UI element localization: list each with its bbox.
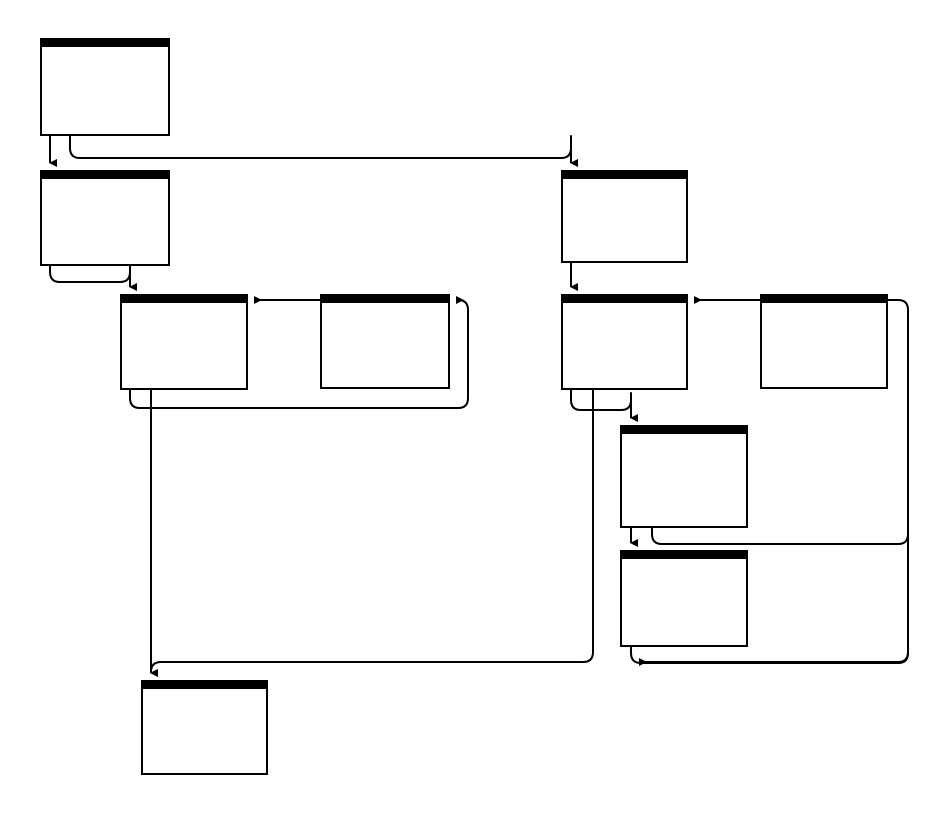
node-1-label — [42, 47, 168, 51]
node-10-header-bar — [141, 680, 268, 689]
node-2-header-bar — [40, 170, 170, 179]
node-6-label — [563, 303, 686, 307]
node-8-label — [622, 434, 746, 438]
node-9-label — [622, 559, 746, 563]
node-7-header-bar — [760, 294, 888, 303]
edge-node2-to-node4 — [49, 265, 137, 291]
node-4-header-bar — [120, 294, 248, 303]
edge-node1-to-node3 — [69, 135, 578, 167]
node-2-label — [42, 179, 168, 183]
node-10[interactable] — [141, 680, 268, 775]
node-4[interactable] — [120, 294, 248, 390]
edge-node4-loop-to-node5 — [129, 296, 469, 409]
node-6-header-bar — [561, 294, 688, 303]
edge-node8-loop-right — [651, 528, 909, 545]
node-7[interactable] — [760, 294, 888, 389]
edge-node9-loop-right — [630, 647, 909, 664]
node-5-label — [322, 303, 448, 307]
node-2[interactable] — [40, 170, 170, 266]
node-9-header-bar — [620, 550, 748, 559]
node-7-label — [762, 303, 886, 307]
node-5-header-bar — [320, 294, 450, 303]
edge-node6-to-node10 — [150, 390, 594, 677]
node-10-label — [143, 689, 266, 693]
node-3[interactable] — [561, 170, 688, 263]
node-5[interactable] — [320, 294, 450, 389]
node-8[interactable] — [620, 425, 748, 528]
edge-node6-to-node8 — [570, 390, 638, 422]
node-3-label — [563, 179, 686, 183]
node-3-header-bar — [561, 170, 688, 179]
node-1-header-bar — [40, 38, 170, 47]
node-8-header-bar — [620, 425, 748, 434]
node-6[interactable] — [561, 294, 688, 390]
node-4-label — [122, 303, 246, 307]
node-9[interactable] — [620, 550, 748, 647]
node-1[interactable] — [40, 38, 170, 136]
